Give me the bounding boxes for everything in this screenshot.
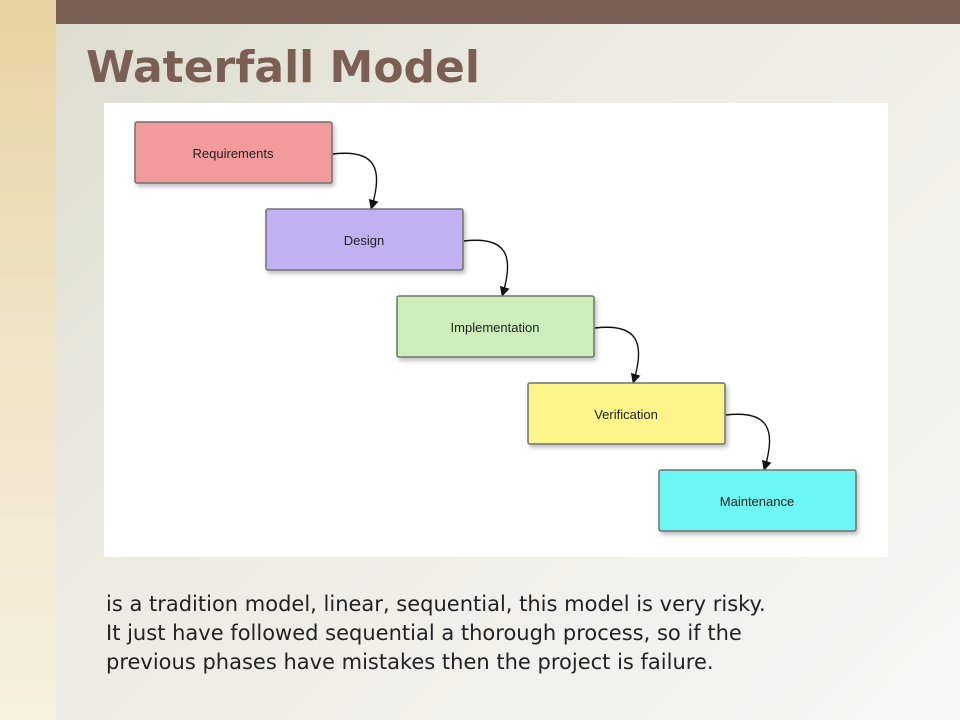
waterfall-diagram: Requirements Design Implementation Verif…	[104, 103, 888, 557]
arrow-implementation-to-verification	[594, 326, 641, 384]
step-implementation-box	[396, 295, 595, 358]
step-design: Design	[265, 208, 464, 271]
step-implementation: Implementation	[396, 295, 595, 358]
arrow-verification-to-maintenance	[725, 413, 772, 471]
waterfall-diagram-svg: Requirements Design Implementation Verif…	[134, 121, 857, 532]
step-verification-box	[527, 382, 726, 445]
step-verification: Verification	[527, 382, 726, 445]
step-design-label: Design	[344, 233, 384, 248]
step-requirements: Requirements	[134, 121, 333, 184]
arrow-design-to-implementation	[463, 239, 510, 297]
step-maintenance: Maintenance	[658, 469, 857, 532]
left-decor-strip	[0, 0, 56, 720]
slide-description: is a tradition model, linear, sequential…	[106, 590, 936, 677]
step-verification-label: Verification	[594, 407, 658, 422]
description-line-1: is a tradition model, linear, sequential…	[106, 592, 766, 616]
slide-title: Waterfall Model	[86, 42, 480, 93]
step-requirements-box	[134, 121, 333, 184]
step-requirements-label: Requirements	[193, 146, 274, 161]
arrow-requirements-to-design	[332, 152, 379, 210]
top-accent-bar	[56, 0, 960, 24]
description-line-3: previous phases have mistakes then the p…	[106, 650, 714, 674]
step-implementation-label: Implementation	[451, 320, 540, 335]
step-maintenance-box	[658, 469, 857, 532]
step-design-box	[265, 208, 464, 271]
description-line-2: It just have followed sequential a thoro…	[106, 621, 742, 645]
step-maintenance-label: Maintenance	[720, 494, 794, 509]
